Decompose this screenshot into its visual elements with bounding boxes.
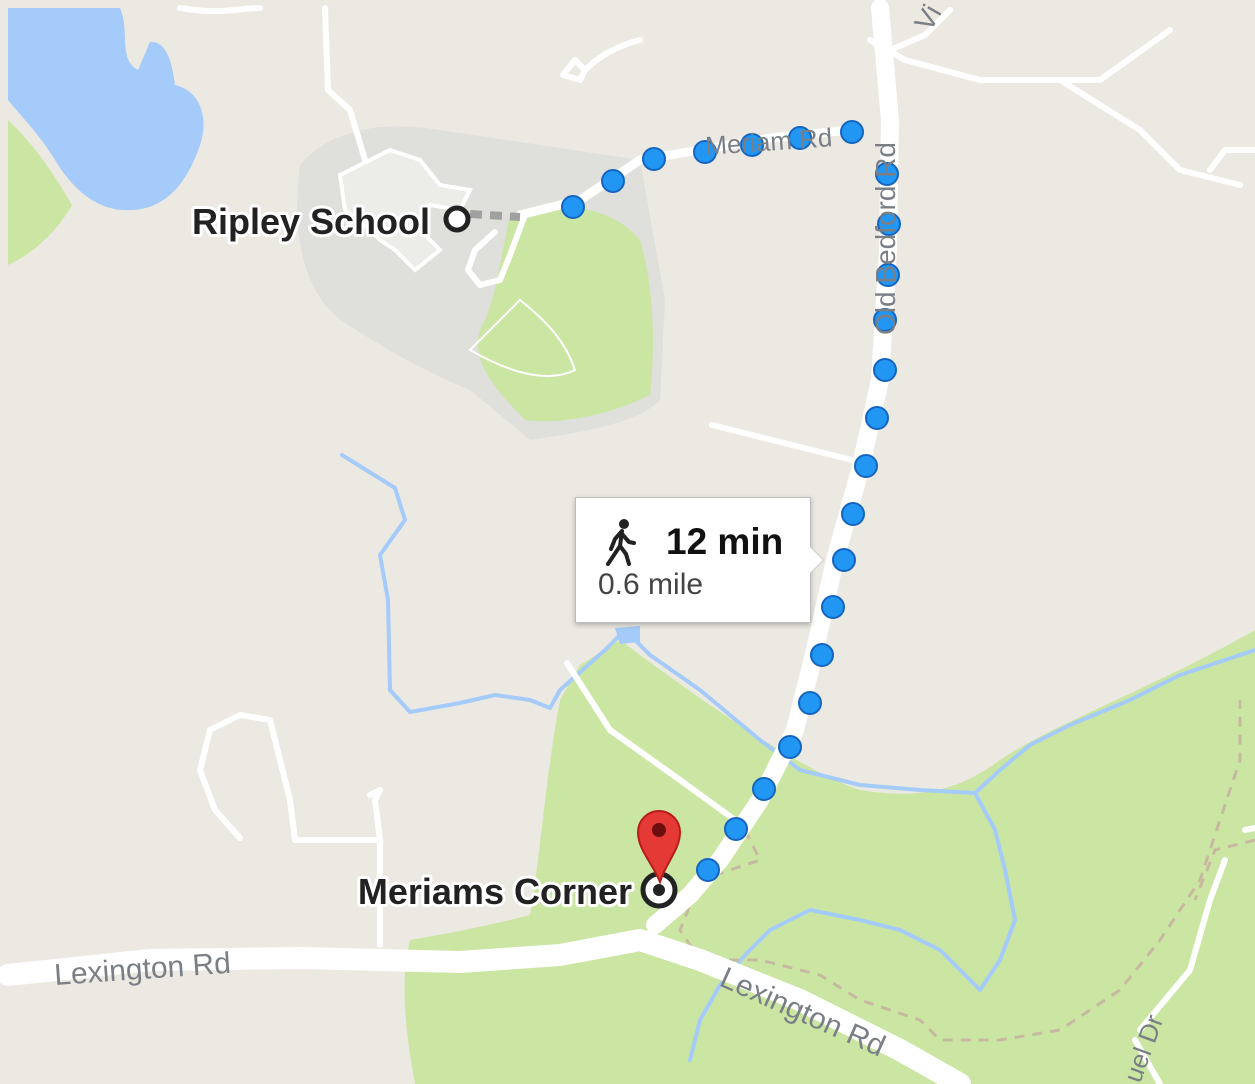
campus-field [468,298,577,378]
route-dot [854,454,878,478]
route-dot [876,263,900,287]
minor-roads [177,5,1255,1084]
campus-lawn [477,207,653,422]
park-left [8,120,72,265]
trail [678,700,1242,1042]
route-dot [724,817,748,841]
route-dot [832,548,856,572]
pond [8,8,204,211]
route-dot [601,169,625,193]
route-distance: 0.6 mile [598,568,704,601]
route-dot [873,308,897,332]
route-dot [693,140,717,164]
card-pointer [809,546,823,574]
route-dot [798,691,822,715]
small-pond [615,626,640,644]
route-dot [840,120,864,144]
destination-label[interactable]: Meriams Corner [355,868,635,915]
road-label-old-bedford: Old Bedford Rd [870,142,901,335]
route-dot [821,595,845,619]
route-connector [469,210,521,221]
origin-label[interactable]: Ripley School [189,198,433,245]
school-buildings [337,147,473,273]
route-dot [873,358,897,382]
route-dot [740,133,764,157]
route-dot [561,195,585,219]
route-info-card[interactable]: 12 min 0.6 mile [575,497,823,623]
route-dot [865,406,889,430]
trail-east [1193,838,1255,901]
origin-marker[interactable] [443,205,471,233]
route-dot [788,126,812,150]
route-dot [778,735,802,759]
route-dot [810,643,834,667]
red-pin-icon [636,810,682,886]
walking-route[interactable] [561,120,901,882]
destination-marker[interactable] [636,810,682,909]
walking-person-icon [606,519,636,566]
streams [340,453,1255,1062]
park-southeast [404,630,1255,1084]
route-dot [696,858,720,882]
route-dot [752,777,776,801]
route-dot [875,162,899,186]
route-duration: 12 min [666,521,784,562]
route-dot [877,212,901,236]
route-dot [841,502,865,526]
route-dot [642,147,666,171]
